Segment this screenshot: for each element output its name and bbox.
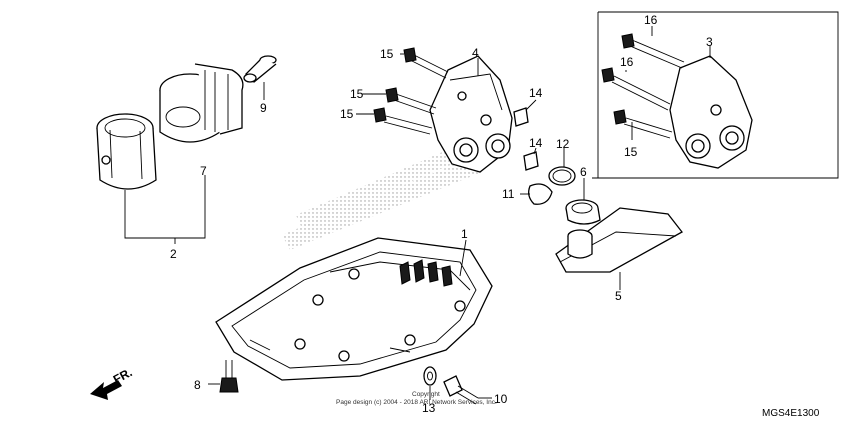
inset-bolt-16-lower	[601, 67, 671, 111]
halftone-band	[282, 158, 482, 250]
callout-14-lower: 14	[529, 136, 543, 150]
drain-bolt-10	[443, 375, 479, 405]
o-ring-12	[548, 166, 576, 186]
watermark-line-1: Copyright	[412, 391, 440, 398]
oil-pump-assembly	[429, 55, 513, 173]
rubber-seal	[565, 199, 601, 225]
inset-bolt-16-upper	[621, 33, 685, 69]
callout-8: 8	[194, 378, 201, 392]
callout-4: 4	[472, 46, 479, 60]
dowel-pin-lower	[523, 151, 539, 171]
watermark-line-2: Page design (c) 2004 - 2018 ARI Network …	[336, 399, 497, 406]
inset-bolt-15	[613, 109, 673, 139]
o-ring-11	[528, 183, 553, 205]
flange-bolt-middle	[385, 87, 437, 115]
halftone-band-2	[296, 148, 462, 228]
drain-bolt-8	[219, 360, 239, 393]
callout-15-inset: 15	[624, 145, 638, 159]
oil-filter-wrench-cap	[96, 113, 157, 190]
front-direction-arrow: FR.	[90, 365, 134, 400]
callout-9: 9	[260, 101, 267, 115]
callout-16-upper: 16	[644, 13, 658, 27]
callout-7: 7	[200, 164, 207, 178]
oil-pan	[215, 237, 493, 381]
diagram-code: MGS4E1300	[762, 408, 820, 419]
flange-bolt-upper	[403, 47, 449, 79]
callout-14-upper: 14	[529, 86, 543, 100]
callout-3: 3	[706, 35, 713, 49]
callout-15-upper: 15	[380, 47, 394, 61]
sealing-washer-13	[423, 366, 437, 386]
oil-filter-cartridge	[159, 63, 244, 143]
inset-box	[592, 11, 839, 179]
flange-bolt-lower	[373, 107, 433, 135]
leader-lines	[124, 26, 711, 400]
callout-1: 1	[461, 227, 468, 241]
oil-filter-stud-bolt	[243, 55, 277, 83]
callout-6: 6	[580, 165, 587, 179]
oil-pump-alternate	[669, 55, 753, 169]
callout-12: 12	[556, 137, 570, 151]
oil-strainer	[555, 207, 683, 273]
callout-16-lower: 16	[620, 55, 634, 69]
callout-2: 2	[170, 247, 177, 261]
callout-15-middle: 15	[350, 87, 364, 101]
callout-15-lower: 15	[340, 107, 354, 121]
callout-5: 5	[615, 289, 622, 303]
callout-13: 13	[422, 401, 436, 415]
callout-11: 11	[502, 187, 515, 201]
callout-10: 10	[494, 392, 508, 406]
dowel-pin-upper	[513, 107, 529, 127]
